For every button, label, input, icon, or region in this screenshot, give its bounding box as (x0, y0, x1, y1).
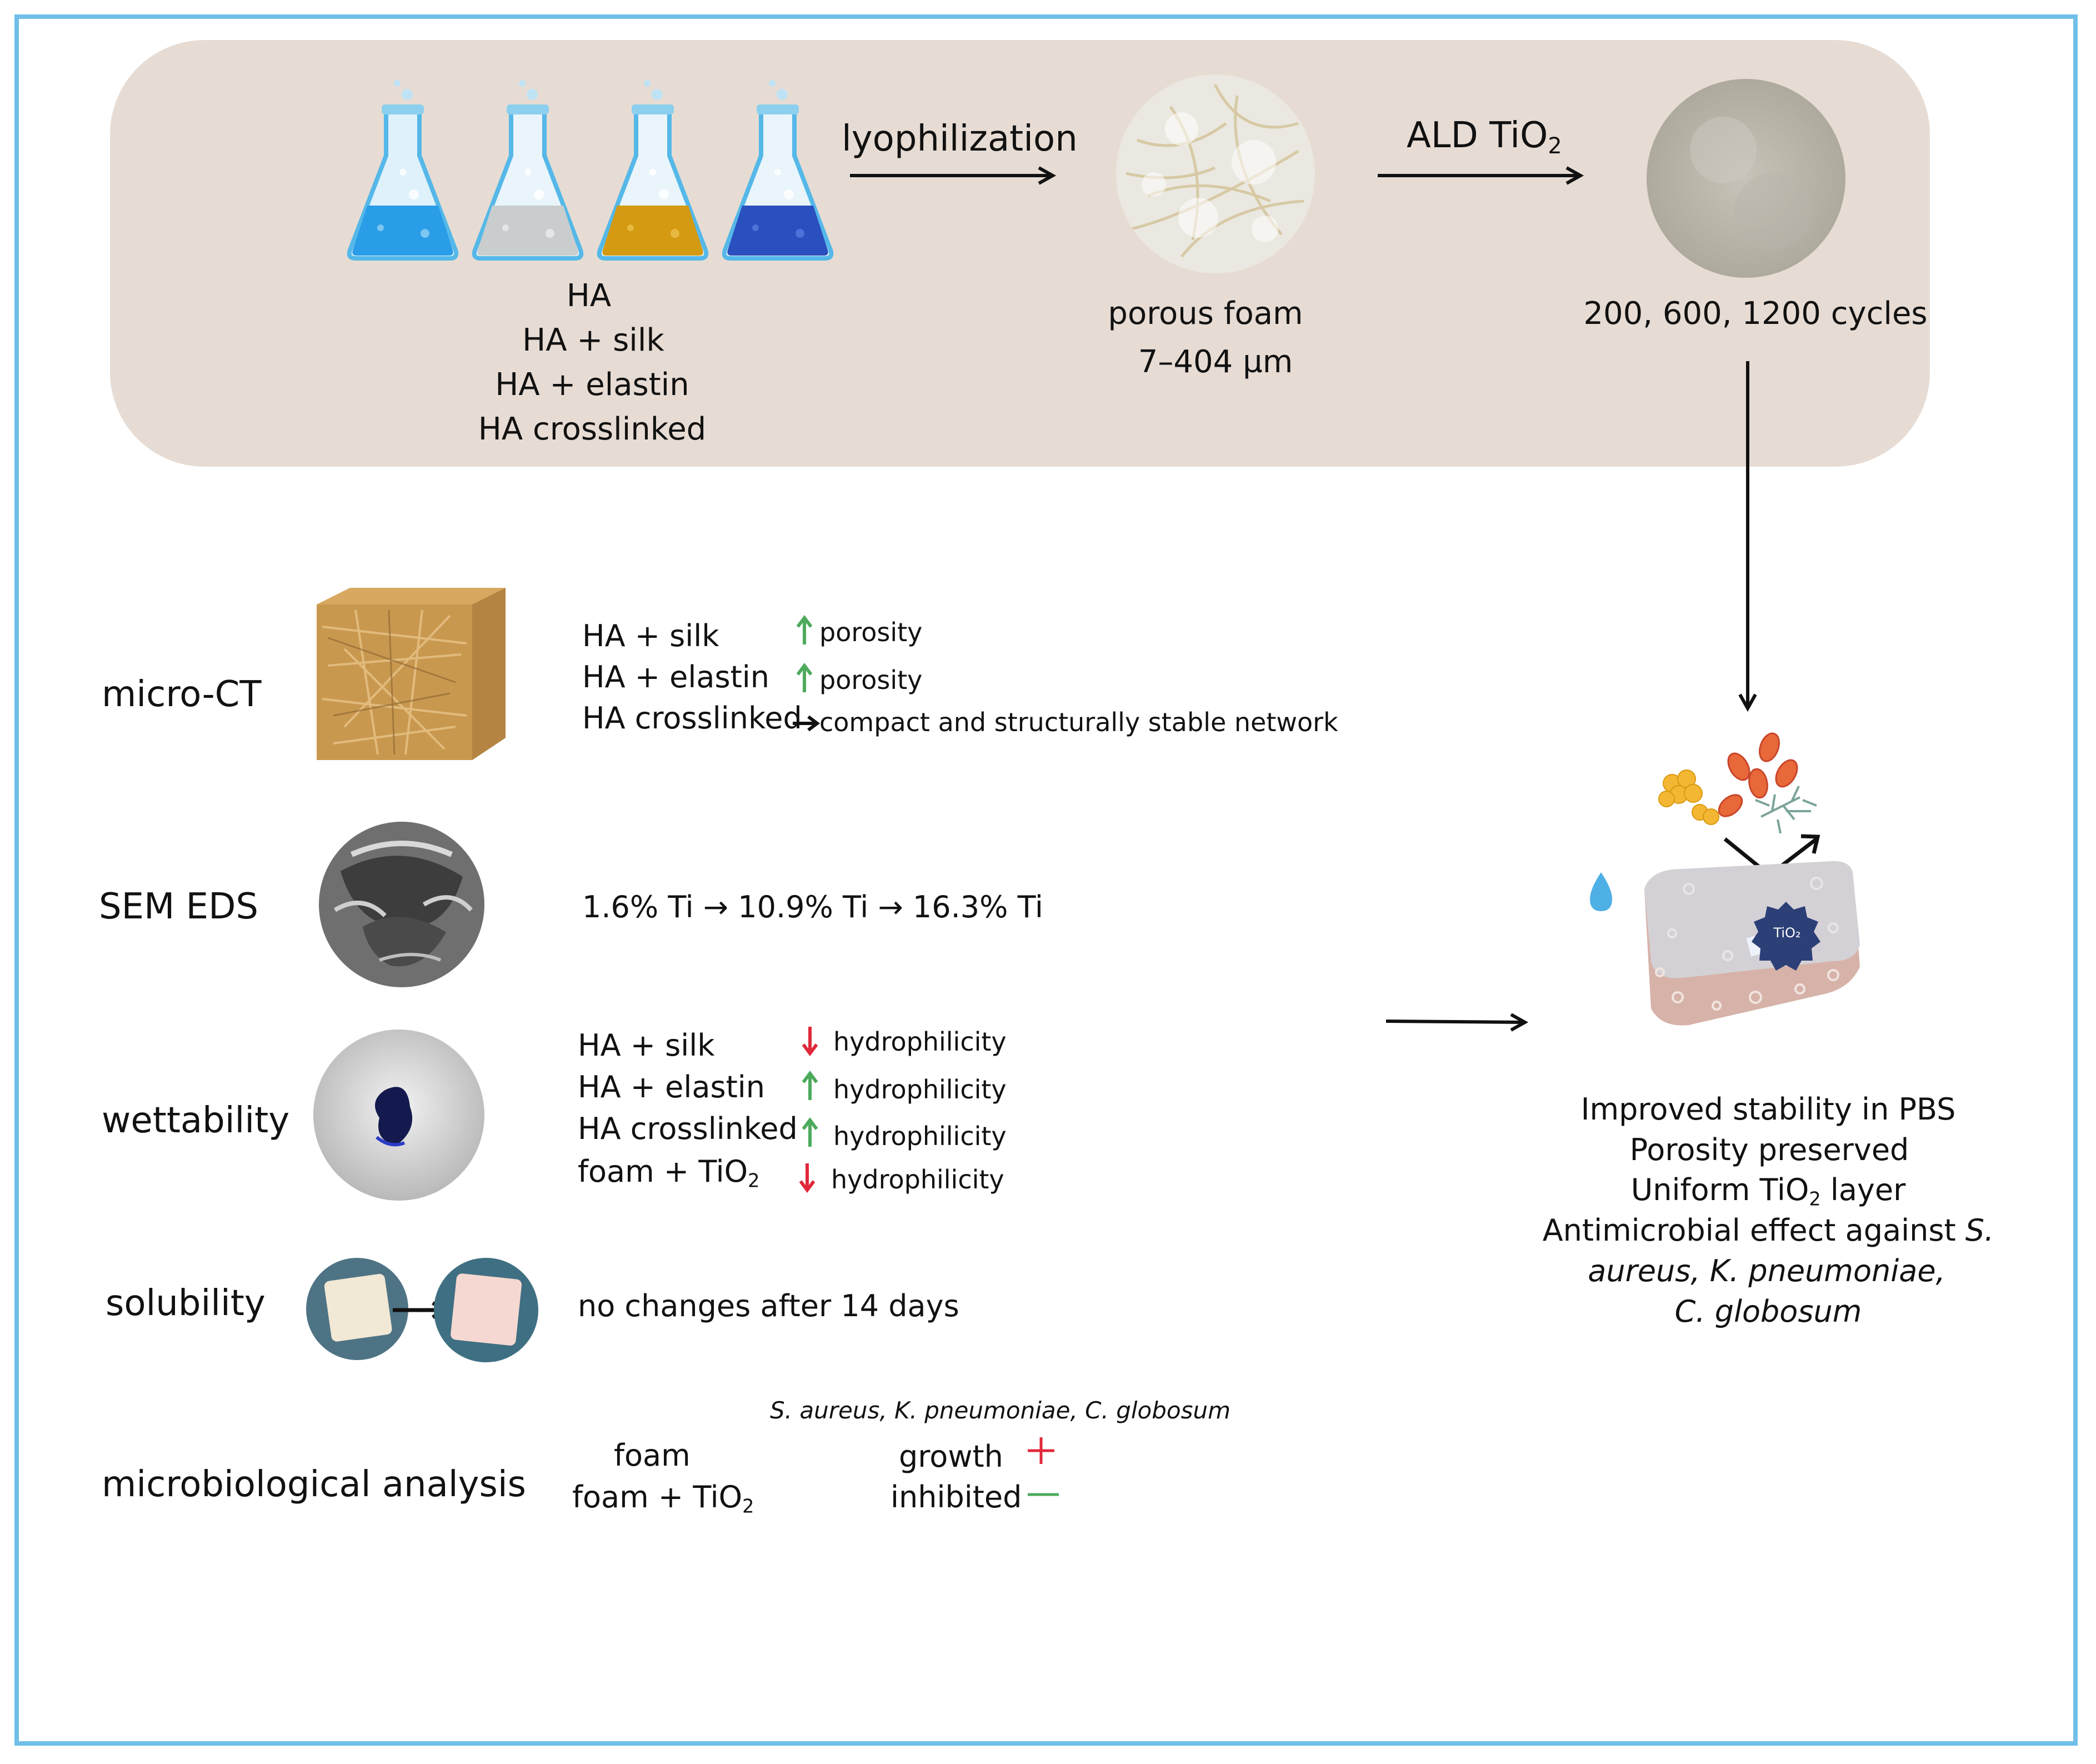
material-2: HA + silk (522, 322, 664, 358)
solubility-result: no changes after 14 days (578, 1288, 959, 1323)
wettability-image (313, 1030, 484, 1201)
sem-label: SEM EDS (99, 886, 258, 927)
arrow-right-icon (850, 166, 1057, 185)
summary-line-4: Antimicrobial effect against S. (1542, 1213, 1994, 1248)
summary-line-5: aureus, K. pneumoniae, (1588, 1253, 1945, 1288)
wet-result-2: hydrophilicity (833, 1075, 1007, 1105)
cycles-label: 200, 600, 1200 cycles (1583, 296, 1928, 332)
flask-navy (722, 80, 834, 261)
foam-pore-size: 7–404 µm (1138, 344, 1293, 380)
wet-sample-1: HA + silk (578, 1028, 715, 1063)
porous-foam-image (1116, 74, 1315, 273)
wet-sample-3: HA crosslinked (578, 1111, 798, 1146)
material-1: HA (566, 278, 612, 314)
material-4: HA crosslinked (478, 411, 707, 447)
arrow-up-icon (796, 663, 813, 692)
material-3: HA + elastin (495, 367, 689, 403)
wet-sample-2: HA + elastin (578, 1070, 765, 1105)
wet-result-4: hydrophilicity (831, 1165, 1004, 1195)
figure-border (14, 14, 2078, 1746)
arrow-down-icon (1738, 361, 1757, 712)
microct-image (317, 588, 506, 760)
microct-result-2: porosity (819, 665, 923, 695)
wettability-label: wettability (102, 1100, 290, 1141)
flask-gold (597, 80, 709, 261)
minus-icon (1028, 1493, 1059, 1496)
lyophilization-label: lyophilization (842, 118, 1078, 159)
microct-sample-3: HA crosslinked (582, 701, 802, 736)
summary-line-6: C. globosum (1674, 1294, 1862, 1329)
flask-gray (472, 80, 584, 261)
ald-label: ALD TiO2 (1407, 115, 1562, 159)
sem-image (319, 822, 484, 987)
micro-outcome-1: growth (899, 1439, 1003, 1474)
micro-organisms: S. aureus, K. pneumoniae, C. globosum (770, 1397, 1231, 1424)
microct-result-1: porosity (819, 617, 923, 647)
solubility-after-image (434, 1258, 538, 1362)
arrow-right-icon (793, 715, 820, 732)
arrow-right-icon (1378, 166, 1584, 185)
sem-result: 1.6% Ti → 10.9% Ti → 16.3% Ti (582, 890, 1043, 925)
wet-sample-4: foam + TiO2 (578, 1154, 760, 1192)
summary-line-3: Uniform TiO2 layer (1630, 1172, 1906, 1210)
microct-sample-2: HA + elastin (582, 659, 769, 694)
arrow-down-icon (799, 1163, 816, 1193)
scaffold-illustration (1590, 732, 1860, 1026)
solubility-before-image (306, 1258, 408, 1360)
arrow-right-icon (1385, 1013, 1529, 1032)
microct-label: micro-CT (102, 674, 262, 715)
flask-blue (347, 80, 459, 261)
coated-foam-image (1647, 79, 1845, 278)
micro-sample-1: foam (614, 1438, 691, 1473)
summary-line-2: Porosity preserved (1629, 1132, 1909, 1167)
wet-result-3: hydrophilicity (833, 1121, 1007, 1151)
arrow-up-icon (802, 1117, 818, 1147)
micro-sample-2: foam + TiO2 (572, 1480, 754, 1517)
arrow-up-icon (796, 615, 813, 644)
microct-result-3: compact and structurally stable network (819, 707, 1338, 737)
microct-sample-1: HA + silk (582, 618, 719, 653)
summary-line-1: Improved stability in PBS (1580, 1092, 1956, 1127)
micro-outcome-2: inhibited (891, 1480, 1022, 1515)
plus-icon (1028, 1437, 1054, 1464)
solubility-label: solubility (106, 1283, 266, 1324)
arrow-down-icon (802, 1027, 818, 1056)
wet-result-1: hydrophilicity (833, 1027, 1007, 1057)
foam-label: porous foam (1108, 296, 1303, 332)
micro-label: microbiological analysis (102, 1464, 526, 1505)
tio2-badge: TiO₂ (1773, 925, 1801, 941)
arrow-up-icon (802, 1071, 818, 1100)
